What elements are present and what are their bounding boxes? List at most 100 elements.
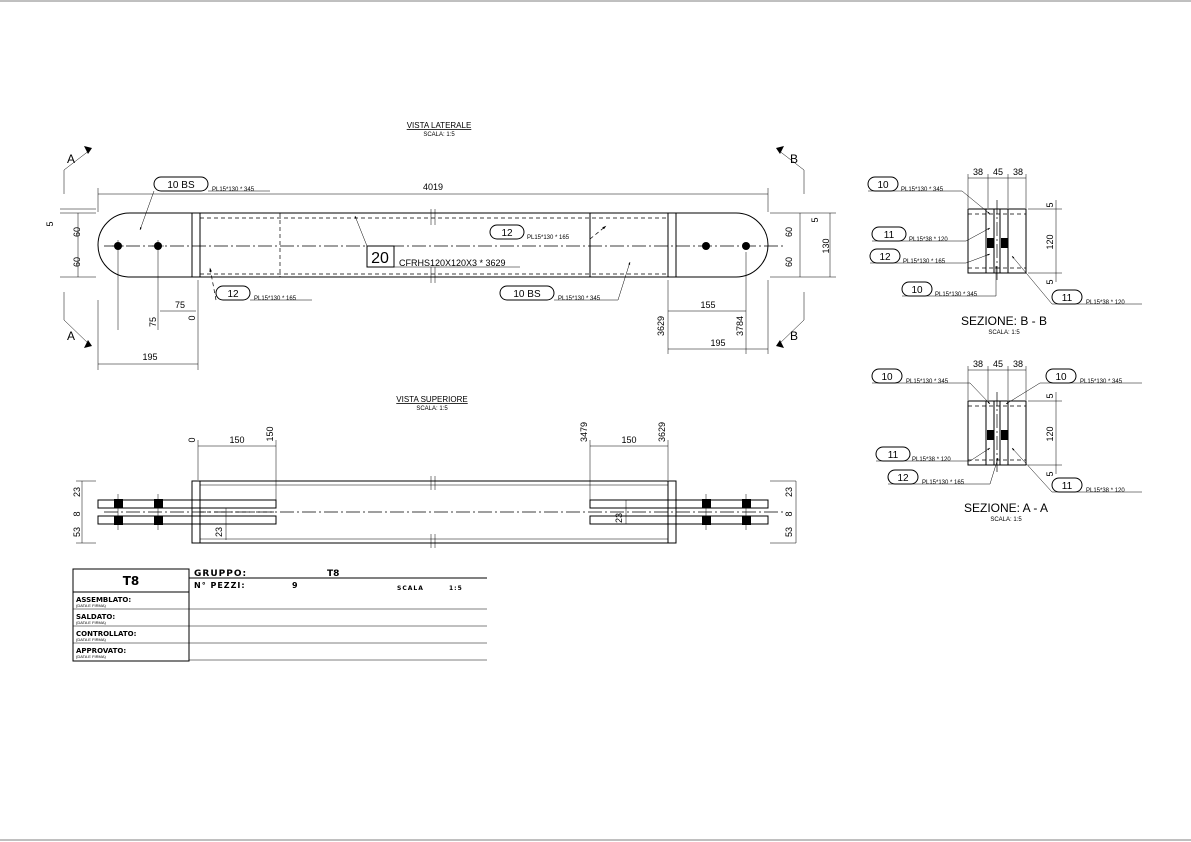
title-block-code: T8 bbox=[123, 574, 140, 588]
bb-dim-5a: 5 bbox=[1045, 202, 1055, 207]
dim-195-left: 195 bbox=[142, 352, 157, 362]
svg-text:PL15*130 * 165: PL15*130 * 165 bbox=[922, 480, 965, 486]
svg-text:11: 11 bbox=[888, 450, 899, 461]
svg-text:10: 10 bbox=[877, 180, 889, 191]
end-plate-left bbox=[191, 212, 201, 278]
bb-dim-120: 120 bbox=[1045, 234, 1055, 249]
row-welded-sub: (DATA E FIRMA) bbox=[76, 620, 107, 625]
aa-tag-4: 12 PL15*130 * 165 bbox=[887, 457, 999, 486]
top-left-8: 8 bbox=[72, 511, 82, 516]
aa-dim-38a: 38 bbox=[973, 359, 983, 369]
svg-text:12: 12 bbox=[501, 228, 513, 239]
svg-text:10 BS: 10 BS bbox=[167, 180, 195, 191]
svg-text:PL15*130 * 345: PL15*130 * 345 bbox=[901, 187, 944, 193]
section-a-top-label: A bbox=[67, 152, 75, 166]
section-marker-a-top: A bbox=[63, 146, 92, 194]
top-dim-0: 0 bbox=[187, 437, 197, 442]
section-bb: 38 45 38 5 120 5 10 PL15*130 * 345 11 PL… bbox=[867, 167, 1142, 336]
svg-text:10: 10 bbox=[911, 285, 923, 296]
side-view: VISTA LATERALE SCALA: 1:5 A A B B 4019 bbox=[45, 121, 836, 370]
svg-text:PL15*130 * 345: PL15*130 * 345 bbox=[212, 187, 255, 193]
svg-text:PL15*130 * 165: PL15*130 * 165 bbox=[254, 296, 297, 302]
title-block-scale-label: SCALA bbox=[397, 585, 424, 592]
dim-75-h: 75 bbox=[175, 300, 185, 310]
dim-3629: 3629 bbox=[656, 316, 666, 336]
connection-plate-right bbox=[589, 212, 669, 278]
top-dim-150-a: 150 bbox=[229, 435, 244, 445]
top-inner-23-right: 23 bbox=[614, 513, 624, 523]
top-view-title: VISTA SUPERIORE bbox=[396, 395, 467, 404]
top-right-8: 8 bbox=[784, 511, 794, 516]
svg-text:PL15*130 * 345: PL15*130 * 345 bbox=[935, 292, 978, 298]
aa-dim-120: 120 bbox=[1045, 426, 1055, 441]
title-block-pieces-label: N° PEZZI: bbox=[194, 581, 246, 590]
top-right-23: 23 bbox=[784, 487, 794, 497]
top-left-23: 23 bbox=[72, 487, 82, 497]
svg-text:11: 11 bbox=[884, 230, 895, 241]
svg-text:PL15*38 * 120: PL15*38 * 120 bbox=[909, 237, 948, 243]
svg-text:PL15*130 * 345: PL15*130 * 345 bbox=[906, 379, 949, 385]
svg-text:11: 11 bbox=[1062, 293, 1073, 304]
dim-right-60-bottom: 60 bbox=[784, 257, 794, 267]
aa-tag-2: 10 PL15*130 * 345 bbox=[1005, 368, 1142, 405]
dim-left-60-bottom: 60 bbox=[72, 257, 82, 267]
row-checked-sub: (DATA E FIRMA) bbox=[76, 637, 107, 642]
tag-bottom-left: 12 PL15*130 * 165 bbox=[209, 267, 312, 302]
bolt-hole-3 bbox=[702, 242, 710, 250]
bb-tag-3: 12 PL15*130 * 165 bbox=[869, 248, 991, 265]
section-b-top-label: B bbox=[790, 152, 798, 166]
section-a-bottom-label: A bbox=[67, 329, 75, 343]
top-plate-left-lower bbox=[97, 515, 277, 525]
section-marker-b-bottom: B bbox=[776, 292, 805, 348]
svg-text:PL15*38 * 120: PL15*38 * 120 bbox=[912, 457, 951, 463]
dim-75-v: 75 bbox=[148, 317, 158, 327]
dim-right-60-top: 60 bbox=[784, 227, 794, 237]
title-block-pieces-value: 9 bbox=[292, 581, 298, 590]
top-right-53: 53 bbox=[784, 527, 794, 537]
side-plate-outline bbox=[97, 212, 769, 278]
dim-195-right: 195 bbox=[710, 338, 725, 348]
svg-text:PL15*130 * 165: PL15*130 * 165 bbox=[527, 235, 570, 241]
top-plate-right-upper bbox=[589, 499, 769, 509]
bb-section-scale: SCALA: 1:5 bbox=[988, 330, 1020, 336]
dim-overall: 4019 bbox=[423, 182, 443, 192]
aa-section-scale: SCALA: 1:5 bbox=[990, 517, 1022, 523]
row-assembled-label: ASSEMBLATO: bbox=[76, 596, 131, 604]
dim-left-60-top: 60 bbox=[72, 227, 82, 237]
bb-tag-5: 11 PL15*38 * 120 bbox=[1011, 255, 1142, 306]
aa-dim-38b: 38 bbox=[1013, 359, 1023, 369]
svg-text:PL15*38 * 120: PL15*38 * 120 bbox=[1086, 300, 1125, 306]
svg-text:10: 10 bbox=[881, 372, 893, 383]
aa-section-title: SEZIONE: A - A bbox=[964, 501, 1048, 515]
top-dim-150-b: 150 bbox=[621, 435, 636, 445]
svg-text:12: 12 bbox=[897, 473, 909, 484]
dim-right-130: 130 bbox=[821, 238, 831, 253]
svg-text:20: 20 bbox=[371, 250, 389, 267]
bb-dim-38a: 38 bbox=[973, 167, 983, 177]
top-plate-right-lower bbox=[589, 515, 769, 525]
aa-dim-5b: 5 bbox=[1045, 471, 1055, 476]
end-plate-right bbox=[667, 212, 677, 278]
dim-left-5: 5 bbox=[45, 221, 55, 226]
section-aa: 38 45 38 5 120 5 10 PL15*130 * 345 10 PL… bbox=[871, 359, 1142, 523]
svg-text:12: 12 bbox=[227, 289, 239, 300]
title-block-group-value: T8 bbox=[327, 569, 339, 579]
tag-bottom-right: 10 BS PL15*130 * 345 bbox=[499, 261, 631, 302]
section-marker-b-top: B bbox=[776, 146, 805, 194]
bb-dim-45: 45 bbox=[993, 167, 1003, 177]
top-dim-150-v: 150 bbox=[265, 426, 275, 441]
aa-dim-5a: 5 bbox=[1045, 393, 1055, 398]
tag-tube: 20 CFRHS120X120X3 * 3629 bbox=[354, 215, 520, 268]
side-view-title: VISTA LATERALE bbox=[407, 121, 472, 130]
tag-left-plate: 10 BS PL15*130 * 345 bbox=[139, 176, 270, 231]
top-inner-23-left: 23 bbox=[214, 527, 224, 537]
tag-top-right: 12 PL15*130 * 165 bbox=[489, 224, 607, 241]
bb-dim-5b: 5 bbox=[1045, 279, 1055, 284]
svg-text:PL15*130 * 165: PL15*130 * 165 bbox=[903, 259, 946, 265]
top-dim-3479: 3479 bbox=[579, 422, 589, 442]
svg-text:PL15*130 * 345: PL15*130 * 345 bbox=[558, 296, 601, 302]
dim-3784: 3784 bbox=[735, 316, 745, 336]
title-block-group-label: GRUPPO: bbox=[194, 569, 247, 579]
bb-tag-2: 11 PL15*38 * 120 bbox=[871, 226, 991, 243]
